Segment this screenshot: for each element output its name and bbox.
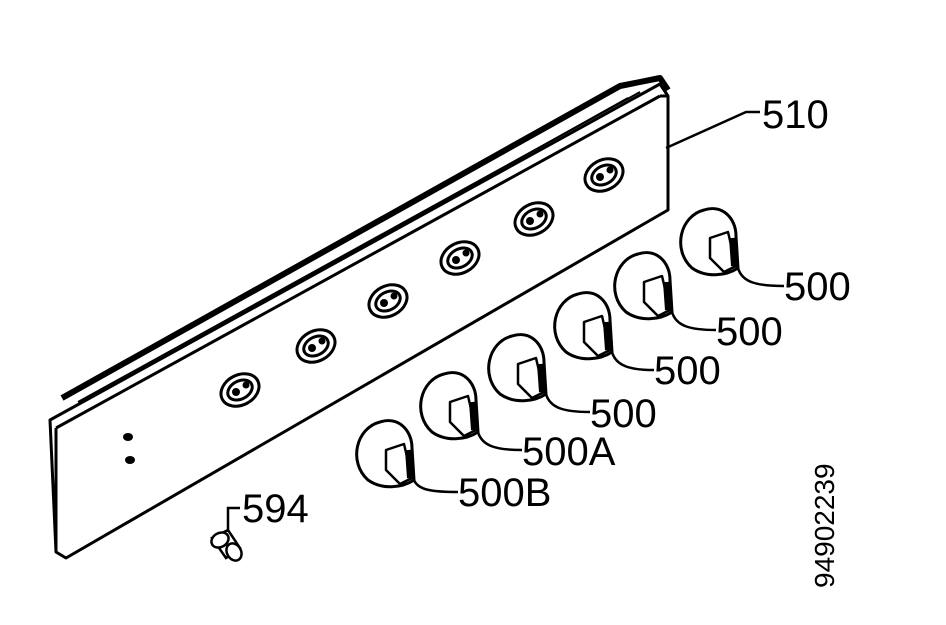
panel-knob-holes <box>219 157 625 408</box>
control-panel <box>48 75 671 560</box>
knob-500-1 <box>487 333 548 403</box>
callout-500b: 500B <box>458 471 551 515</box>
leader-594 <box>226 506 240 532</box>
knob-leaders <box>412 267 785 494</box>
panel-hole <box>439 240 481 276</box>
panel-hole <box>219 372 261 408</box>
callout-510: 510 <box>762 93 829 137</box>
screw-594 <box>210 528 243 562</box>
knob-500-4 <box>679 207 740 277</box>
knob-500a <box>419 371 480 441</box>
knob-500b <box>355 419 416 489</box>
callout-500-4: 500 <box>784 265 851 309</box>
reference-code: 94902239 <box>809 463 840 588</box>
panel-hole <box>513 201 555 237</box>
callout-500a: 500A <box>522 430 616 474</box>
panel-hole <box>295 328 337 364</box>
callout-500-3: 500 <box>716 310 783 354</box>
knob-500-3 <box>613 251 674 321</box>
panel-hole <box>583 157 625 193</box>
knob-500-2 <box>553 291 614 361</box>
callout-594: 594 <box>242 487 309 531</box>
leader-510 <box>665 110 760 150</box>
callout-500-2: 500 <box>654 349 721 393</box>
callout-500-1: 500 <box>590 392 657 436</box>
panel-hole <box>367 283 409 319</box>
knobs <box>355 207 740 489</box>
